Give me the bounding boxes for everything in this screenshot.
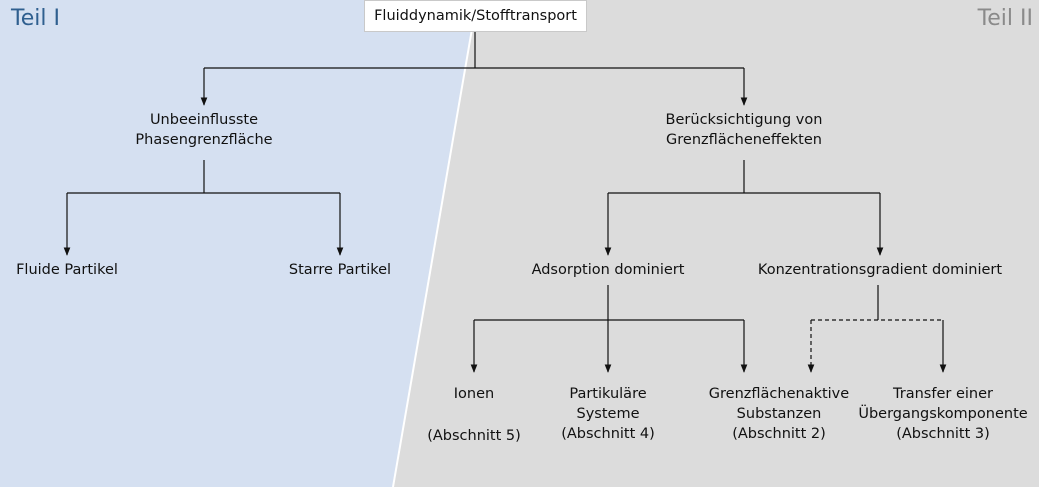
root-label: Fluiddynamik/Stofftransport: [374, 8, 577, 24]
node-transfer-name2: Übergangskomponente: [858, 406, 1028, 422]
node-beruecksichtigung-line1: Berücksichtigung von: [665, 112, 823, 128]
node-fluide-partikel: Fluide Partikel: [16, 262, 118, 278]
part-one-region: [0, 0, 477, 487]
root-node: Fluiddynamik/Stofftransport: [364, 0, 587, 32]
node-beruecksichtigung: Berücksichtigung von Grenzflächeneffekte…: [644, 110, 844, 150]
node-partikulaere-name2: Systeme: [576, 406, 640, 422]
node-grenz-name2: Substanzen: [736, 406, 822, 422]
node-grenz-name1: Grenzflächenaktive: [708, 386, 850, 402]
node-ionen-name: Ionen: [453, 386, 495, 402]
node-beruecksichtigung-line2: Grenzflächeneffekten: [666, 132, 822, 148]
node-unbeeinflusste: Unbeeinflusste Phasengrenzfläche: [104, 110, 304, 150]
node-unbeeinflusste-line2: Phasengrenzfläche: [135, 132, 273, 148]
node-transfer-name1: Transfer einer: [893, 386, 993, 402]
node-ionen: Ionen (Abschnitt 5): [414, 384, 534, 446]
node-konzentrationsgradient: Konzentrationsgradient dominiert: [757, 262, 1003, 278]
node-unbeeinflusste-line1: Unbeeinflusste: [149, 112, 259, 128]
part-one-label: Teil I: [11, 6, 60, 31]
node-transfer-ref: (Abschnitt 3): [896, 426, 990, 442]
node-transfer: Transfer einer Übergangskomponente (Absc…: [853, 384, 1033, 444]
node-partikulaere-ref: (Abschnitt 4): [561, 426, 655, 442]
node-ionen-ref: (Abschnitt 5): [427, 428, 521, 444]
node-partikulaere-systeme: Partikuläre Systeme (Abschnitt 4): [543, 384, 673, 444]
node-partikulaere-name1: Partikuläre: [569, 386, 647, 402]
node-adsorption: Adsorption dominiert: [531, 262, 685, 278]
part-two-label: Teil II: [977, 6, 1033, 31]
node-grenzflaechenaktive: Grenzflächenaktive Substanzen (Abschnitt…: [694, 384, 864, 444]
node-starre-partikel: Starre Partikel: [288, 262, 392, 278]
node-grenz-ref: (Abschnitt 2): [732, 426, 826, 442]
